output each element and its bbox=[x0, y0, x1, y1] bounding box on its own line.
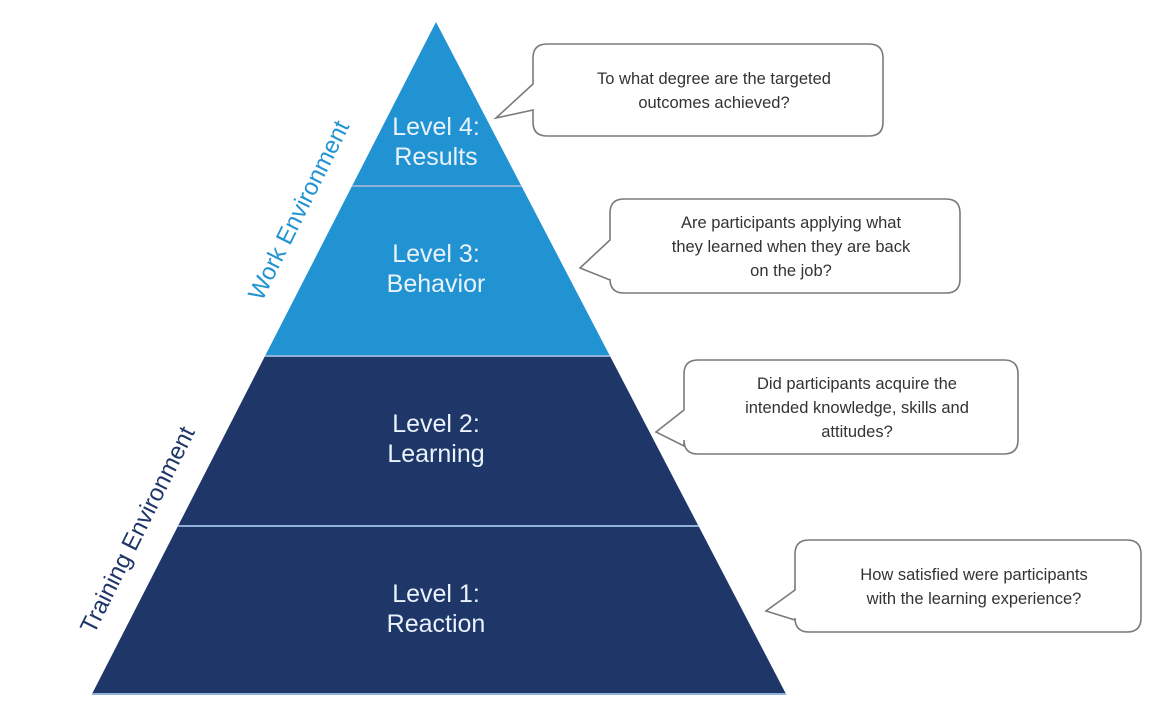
pyramid-band-level-2 bbox=[178, 356, 699, 526]
callout-question-line: To what degree are the targeted bbox=[597, 70, 831, 88]
callout-bubble bbox=[764, 539, 1142, 633]
callout-bubble bbox=[578, 198, 961, 294]
callouts: To what degree are the targeted outcomes … bbox=[493, 43, 1142, 633]
level-3-number: Level 3: bbox=[392, 240, 480, 268]
callout-level-4: To what degree are the targeted outcomes … bbox=[493, 43, 884, 137]
callout-question-line: Are participants applying what bbox=[681, 214, 902, 232]
pyramid-band-level-3 bbox=[265, 186, 610, 356]
callout-question-line: on the job? bbox=[750, 262, 832, 280]
callout-level-3: Are participants applying what they learn… bbox=[578, 198, 961, 294]
callout-level-2: Did participants acquire the intended kno… bbox=[654, 359, 1019, 455]
pyramid-band-level-4 bbox=[352, 22, 522, 186]
level-4-number: Level 4: bbox=[392, 113, 480, 141]
level-1-number: Level 1: bbox=[392, 580, 480, 608]
callout-question-level-4: To what degree are the targeted outcomes … bbox=[597, 70, 831, 112]
level-2-name: Learning bbox=[387, 440, 484, 468]
level-4-label: Level 4:Results bbox=[392, 113, 480, 171]
callout-level-1: How satisfied were participants with the … bbox=[764, 539, 1142, 633]
callout-question-level-3: Are participants applying what they learn… bbox=[672, 214, 911, 280]
callout-question-line: How satisfied were participants bbox=[860, 566, 1087, 584]
callout-bubble bbox=[654, 359, 1019, 455]
pyramid-band-level-1 bbox=[92, 526, 786, 694]
callout-question-line: with the learning experience? bbox=[866, 590, 1082, 608]
callout-question-line: they learned when they are back bbox=[672, 238, 911, 256]
callout-question-level-2: Did participants acquire the intended kno… bbox=[745, 375, 969, 441]
level-2-number: Level 2: bbox=[392, 410, 480, 438]
level-1-label: Level 1:Reaction bbox=[387, 580, 486, 638]
level-3-name: Behavior bbox=[387, 270, 486, 298]
callout-question-line: attitudes? bbox=[821, 423, 893, 441]
callout-bubble bbox=[493, 43, 884, 137]
pyramid-bands bbox=[92, 22, 786, 694]
level-3-label: Level 3:Behavior bbox=[387, 240, 486, 298]
level-2-label: Level 2:Learning bbox=[387, 410, 484, 468]
callout-question-line: outcomes achieved? bbox=[638, 94, 789, 112]
callout-question-level-1: How satisfied were participants with the … bbox=[860, 566, 1087, 608]
callout-question-line: Did participants acquire the bbox=[757, 375, 957, 393]
level-4-name: Results bbox=[394, 143, 477, 171]
pyramid-separators bbox=[92, 185, 786, 695]
callout-question-line: intended knowledge, skills and bbox=[745, 399, 969, 417]
level-1-name: Reaction bbox=[387, 610, 486, 638]
